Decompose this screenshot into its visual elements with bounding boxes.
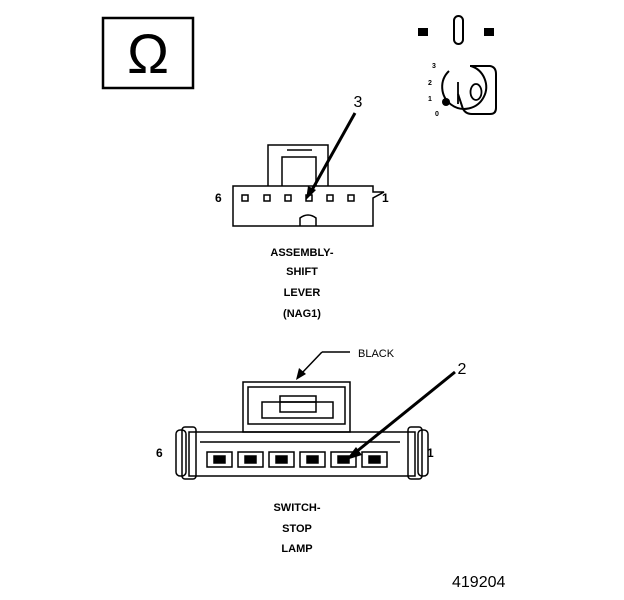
ohm-glyph: Ω (127, 22, 169, 85)
figure-id: 419204 (452, 574, 505, 591)
shift-lever-caption-3: LEVER (284, 287, 321, 299)
callout-3-arrowhead (306, 186, 316, 200)
callout-2-leader (355, 370, 456, 454)
shift-lever-caption-4: (NAG1) (283, 308, 321, 320)
stop-lamp-caption-3: LAMP (281, 543, 312, 555)
callout-2-label: 2 (458, 361, 467, 378)
ignition-pos-0: 0 (435, 111, 439, 118)
callout-3-leader (310, 112, 357, 191)
ignition-pos-1: 1 (428, 96, 432, 103)
stop-lamp-pin-1: 1 (427, 446, 434, 460)
shift-lever-connector (232, 144, 385, 227)
shift-lever-pin-6: 6 (215, 191, 222, 205)
ignition-key-icon: 3 2 1 0 (418, 15, 497, 118)
stop-lamp-caption-1: SWITCH- (273, 502, 320, 514)
ignition-pos-3: 3 (432, 63, 436, 70)
callout-2-arrowhead (346, 447, 362, 460)
shift-lever-pin-1: 1 (382, 191, 389, 205)
callout-3-label: 3 (354, 94, 363, 111)
black-leader-d (300, 351, 323, 375)
stop-lamp-caption-2: STOP (282, 523, 312, 535)
ohmmeter-icon: Ω (101, 16, 195, 90)
ignition-pos-2: 2 (428, 80, 432, 87)
stop-lamp-pin-6: 6 (156, 446, 163, 460)
shift-lever-caption-2: SHIFT (286, 266, 318, 278)
black-arrowhead (296, 368, 306, 380)
stop-lamp-connector (175, 381, 429, 480)
black-color-label: BLACK (358, 348, 395, 360)
shift-lever-caption-1: ASSEMBLY- (270, 247, 334, 259)
